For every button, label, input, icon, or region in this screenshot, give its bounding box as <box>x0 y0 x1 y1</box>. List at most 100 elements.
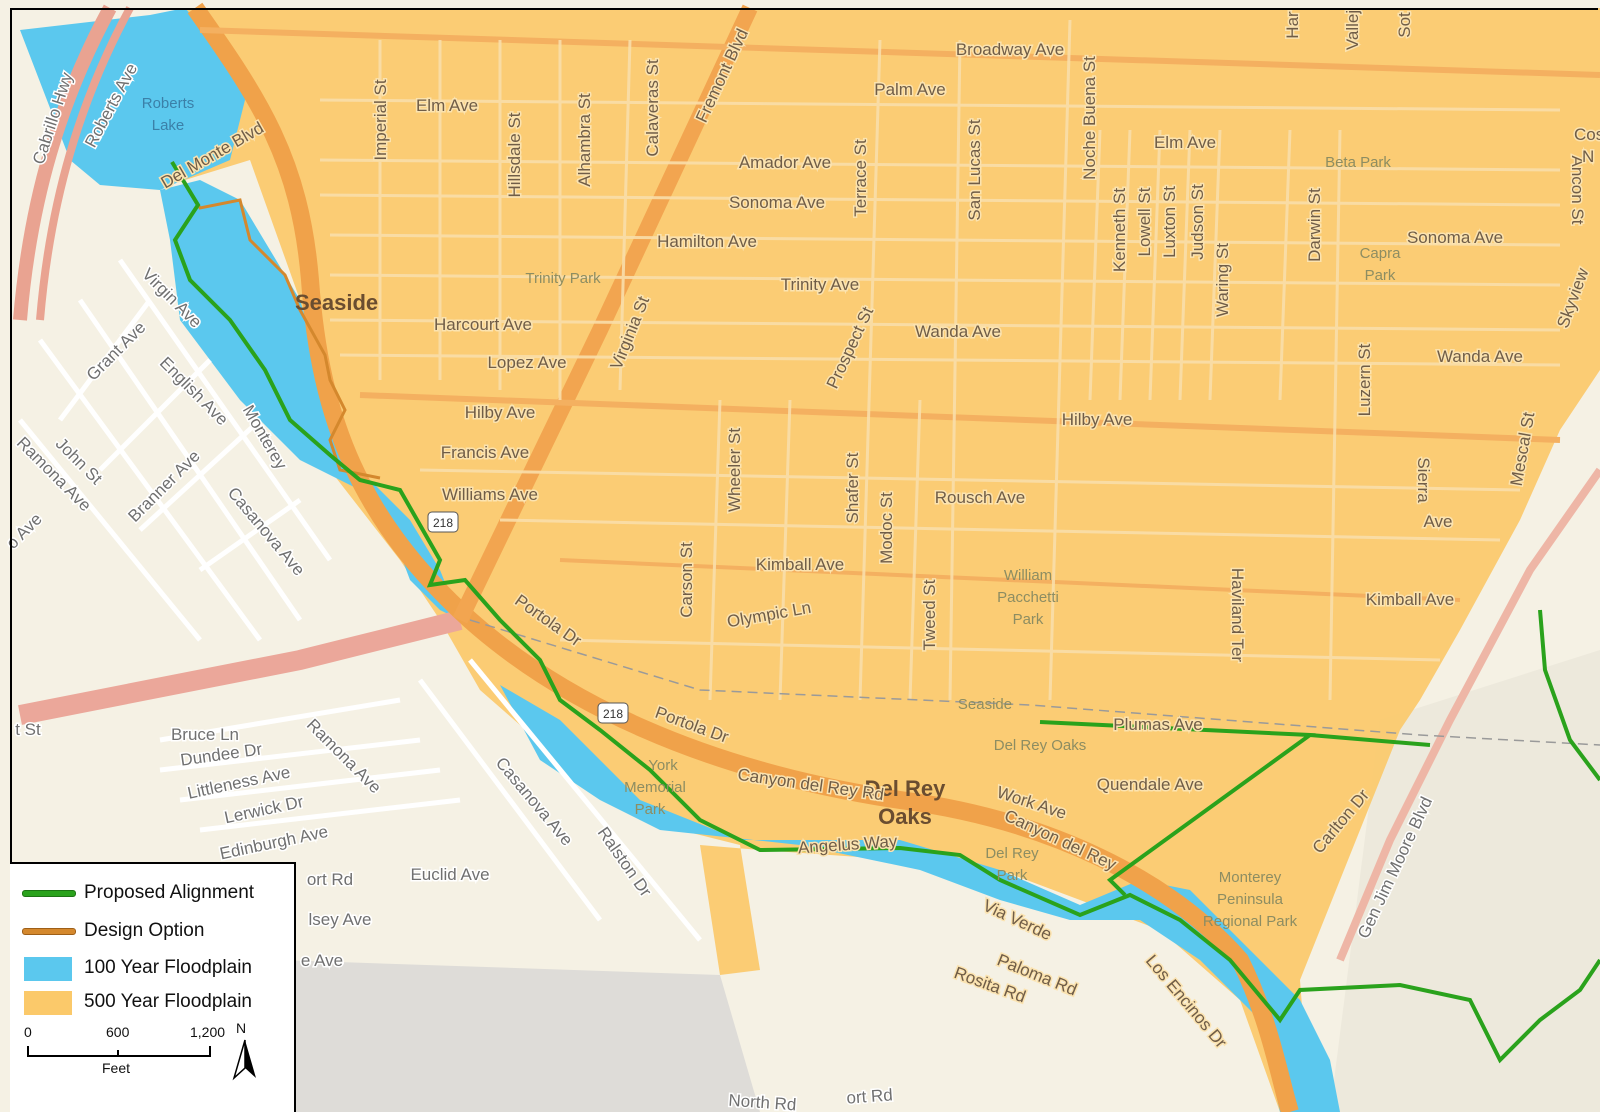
road-label: Palm Ave <box>874 80 946 99</box>
road-label: Wanda Ave <box>1437 347 1523 366</box>
road-label: Euclid Ave <box>410 865 489 884</box>
road-label: Kimball Ave <box>756 555 845 574</box>
proposed-alignment-swatch <box>22 882 76 904</box>
road-label: Har <box>1283 11 1302 39</box>
canyon-del-rey-hwy <box>18 610 463 725</box>
city-label-del-rey: Del Rey <box>865 776 946 801</box>
road-label: Hamilton Ave <box>657 232 757 251</box>
broadway-ave <box>199 27 1600 78</box>
cabrillo-hwy-2 <box>36 6 134 321</box>
road-label: Hilby Ave <box>465 403 536 422</box>
proposed-alignment-line <box>170 160 1600 1064</box>
park-label: Beta Park <box>1325 154 1391 171</box>
boundary-label: Del Rey Oaks <box>994 737 1087 754</box>
road-label: Haviland Ter <box>1228 568 1247 663</box>
road-label: San Lucas St <box>965 119 984 220</box>
road-label: Sonoma Ave <box>1407 228 1503 247</box>
park-label: Peninsula <box>1217 891 1284 908</box>
road-label: Modoc St <box>877 492 896 564</box>
road-label: Kimball Ave <box>1366 590 1455 609</box>
road-label: Terrace St <box>851 139 870 217</box>
boundary-label: Seaside <box>958 696 1012 713</box>
city-label-oaks: Oaks <box>878 804 932 829</box>
lake-label-2: Lake <box>152 117 185 134</box>
park-label: Trinity Park <box>525 270 601 287</box>
design-option-line <box>170 161 381 480</box>
road-label: Calaveras St <box>643 59 662 157</box>
north-arrow-icon <box>232 1039 256 1081</box>
road-label: ort Rd <box>307 870 353 889</box>
road-label: Carson St <box>677 542 696 618</box>
park-label: Park <box>1365 267 1396 284</box>
scale-tick-label: 600 <box>106 1024 130 1040</box>
svg-text:218: 218 <box>433 516 453 530</box>
road-label: Sierra <box>1414 457 1433 503</box>
proposed-alignment-east <box>1538 609 1600 782</box>
road-label: Alhambra St <box>575 93 594 187</box>
scale-tick-label: 0 <box>24 1024 32 1040</box>
park-label: Regional Park <box>1203 913 1298 930</box>
road-label: t St <box>15 720 41 739</box>
road-label: Elm Ave <box>416 96 478 115</box>
road-label: Lopez Ave <box>487 353 566 372</box>
hilby-ave <box>359 392 1561 443</box>
floodplain-100-lake <box>20 8 250 190</box>
road-label: Rousch Ave <box>935 488 1025 507</box>
legend-label: Design Option <box>84 920 205 941</box>
road-label: Waring St <box>1213 243 1232 317</box>
route-shield-218-south: 218 <box>597 702 629 724</box>
west-street-grid <box>18 258 702 942</box>
design-option-swatch <box>22 920 76 942</box>
road-label: Trinity Ave <box>781 275 859 294</box>
road-label: Hilby Ave <box>1062 410 1133 429</box>
legend-item-design-option: Design Option <box>22 918 204 944</box>
road-label: Lowell St <box>1135 187 1154 256</box>
road-label: Sot <box>1395 12 1414 38</box>
scale-bar: 0 600 1,200 Feet N <box>14 1020 256 1100</box>
road-label: Hillsdale St <box>505 112 524 197</box>
park-label: Capra <box>1360 245 1402 262</box>
legend-label: Proposed Alignment <box>84 882 255 903</box>
road-label: Judson St <box>1188 184 1207 260</box>
road-label: Francis Ave <box>441 443 530 462</box>
floodplain-500 <box>185 8 1600 1112</box>
legend-item-500yr: 500 Year Floodplain <box>22 989 252 1015</box>
park-label: Monterey <box>1219 869 1282 886</box>
legend-label: 500 Year Floodplain <box>84 991 252 1012</box>
road-label: North Rd <box>728 1091 797 1112</box>
park-label: Del Rey <box>985 845 1039 862</box>
scale-unit: Feet <box>102 1060 131 1076</box>
road-label: lsey Ave <box>308 910 371 929</box>
road-label: Luzern St <box>1355 343 1374 416</box>
lake-label-1: Roberts <box>142 95 195 112</box>
legend-label: 100 Year Floodplain <box>84 957 252 978</box>
park-label: Pacchetti <box>997 589 1059 606</box>
proposed-alignment-branch <box>1039 720 1431 897</box>
park-label: York <box>648 757 678 774</box>
city-label-seaside: Seaside <box>295 290 378 315</box>
road-label: Bruce Ln <box>171 725 239 744</box>
route-shield-218-north: 218 <box>427 511 459 533</box>
road-label: Vallej <box>1343 10 1362 50</box>
airport-area <box>280 960 760 1112</box>
road-label: Broadway Ave <box>956 40 1064 59</box>
cabrillo-hwy <box>13 4 117 321</box>
road-label: Noche Buena St <box>1080 56 1099 180</box>
gen-jim-moore-blvd <box>1336 467 1600 962</box>
park-label: Park <box>635 801 666 818</box>
road-label: Wheeler St <box>725 428 744 512</box>
road-label: Quendale Ave <box>1097 775 1204 794</box>
svg-text:218: 218 <box>603 707 623 721</box>
scale-bar-graphic <box>27 1046 211 1057</box>
legend-item-proposed: Proposed Alignment <box>22 880 254 906</box>
road-label: Luxton St <box>1160 186 1179 258</box>
scale-tick-label: 1,200 <box>190 1024 226 1040</box>
road-label: Williams Ave <box>442 485 538 504</box>
park-label: Park <box>1013 611 1044 628</box>
hills-area <box>1330 650 1600 1112</box>
road-label: Harcourt Ave <box>434 315 532 334</box>
floodplain-500-swatch <box>22 991 74 1015</box>
county-boundary <box>469 619 1600 746</box>
road-label: Darwin St <box>1305 188 1324 262</box>
